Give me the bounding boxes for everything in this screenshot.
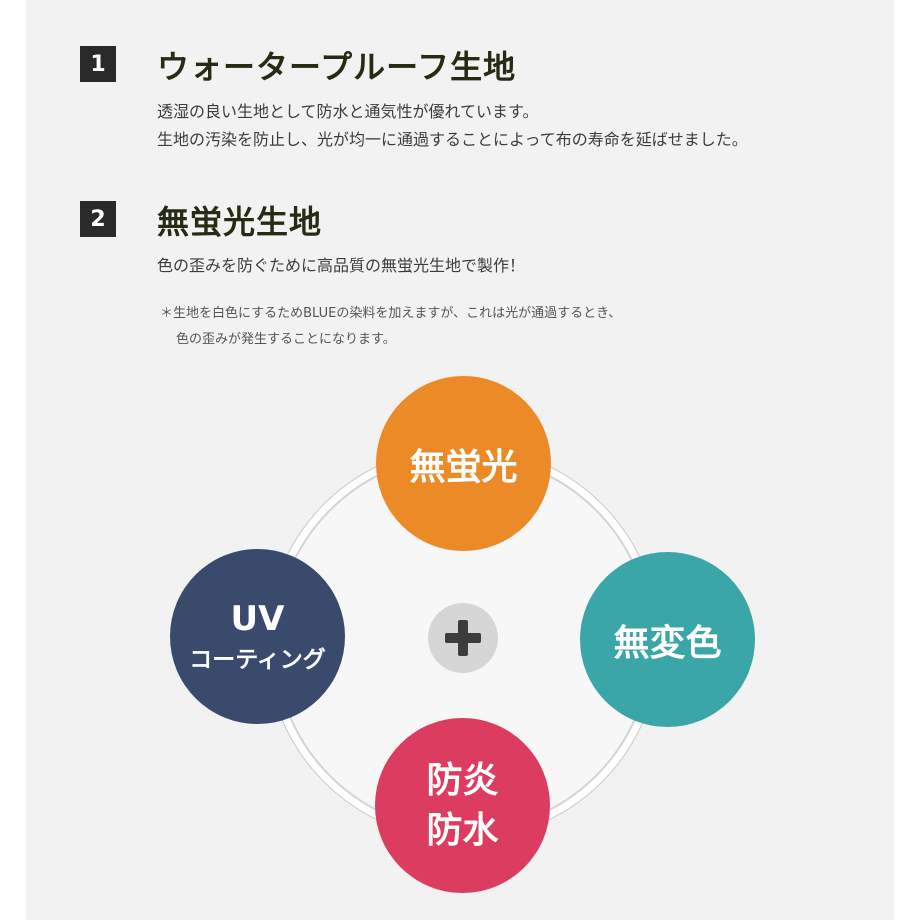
feature-label: 防水 [426,809,499,851]
feature-circle-flame-water-proof: 防炎 防水 [375,718,550,893]
footnote-line: ＊生地を白色にするためBLUEの染料を加えますが、これは光が通過するとき、 [160,306,622,321]
section-heading-non-fluorescent: 無蛍光生地 [157,203,323,241]
feature-label: 無蛍光 [409,446,518,488]
section-heading-waterproof: ウォータープルーフ生地 [157,48,517,86]
plus-icon [428,603,498,673]
feature-label: UV [230,598,285,639]
section-description-line: 生地の汚染を防止し、光が均一に通過することによって布の寿命を延ばせました。 [157,130,748,149]
feature-label: 防炎 [426,759,499,801]
feature-label: 無変色 [613,622,722,664]
feature-circle-uv-coating: UV コーティング [170,549,345,724]
section-description-line: 色の歪みを防ぐために高品質の無蛍光生地で製作！ [157,256,526,275]
section-number-badge: 1 [80,46,116,82]
feature-label: コーティング [189,646,326,673]
section-number-badge: 2 [80,201,116,237]
feature-circle-non-fluorescent: 無蛍光 [376,376,551,551]
footnote-line: 色の歪みが発生することになります。 [176,332,396,347]
section-description-line: 透湿の良い生地として防水と通気性が優れています。 [157,102,539,121]
feature-circle-no-discoloration: 無変色 [580,552,755,727]
